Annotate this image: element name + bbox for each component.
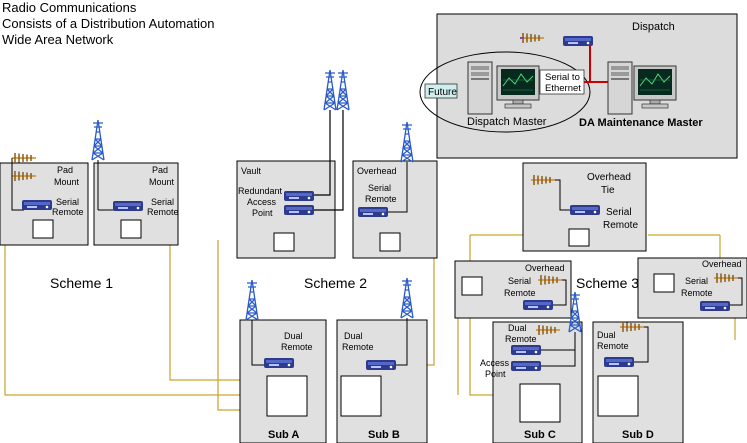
sub-b-label: Sub B [368,429,400,441]
tower-icon-s1 [91,119,105,161]
serial-remote-1-line-2: Remote [52,207,84,217]
sub-a-label: Sub A [268,429,299,441]
scheme-3-label: Scheme 3 [576,275,639,291]
port-box-s1b [120,219,142,239]
pad-mount-2-line-2: Mount [149,177,175,187]
port-box-s3-right [653,273,675,293]
tower-icon-sub-b [400,277,414,319]
tower-icon-s2c [400,121,414,163]
dispatch-master-oval [419,51,591,133]
rtu-box-sub-b [340,375,382,417]
serial-remote-tie-line-2: Remote [603,220,638,231]
dual-remote-d-line-2: Remote [597,341,629,351]
serial-to-ethernet-line-1: Serial to [545,72,580,83]
radio-icon-sub-c-1 [511,345,541,355]
dual-remote-d-line-1: Dual [597,330,616,340]
serial-to-ethernet-line-2: Ethernet [545,83,581,94]
dual-remote-b-line-2: Remote [342,342,374,352]
tower-icon-s2b [336,69,350,111]
sub-c-box [492,321,583,443]
scheme-1-label: Scheme 1 [50,275,113,291]
sub-c-label: Sub C [524,429,556,441]
radio-icon-s3-right [700,301,730,311]
port-box-s3-left [461,276,483,296]
serial-remote-s3-left-line-1: Serial [508,276,531,286]
dispatch-title: Dispatch [632,21,675,33]
overhead-tie-line-1: Overhead [587,172,631,183]
overhead-s2-label: Overhead [357,166,397,176]
radio-icon-sub-d [604,357,634,367]
overhead-tie-line-2: Tie [601,185,615,196]
dispatch-master-label: Dispatch Master [467,116,547,128]
access-point-line-2: Point [485,369,506,379]
pad-mount-2-line-1: Pad [152,165,168,175]
future-label: Future [428,87,457,98]
title-line-3: Wide Area Network [2,32,114,47]
tower-icon-s2a [323,69,337,111]
ethernet-links [584,44,608,83]
dispatch-server-icon [467,61,493,115]
serial-remote-s2-line-1: Serial [368,183,391,193]
port-box-vault [273,232,295,252]
title-line-2: Consists of a Distribution Automation [2,16,214,31]
tower-icon-sub-a [245,279,259,321]
overhead-s3-right-label: Overhead [702,259,742,269]
serial-remote-s2-line-2: Remote [365,194,397,204]
redundant-ap-line-2: Access [247,197,277,207]
serial-to-ethernet-box [539,69,585,95]
pad-mount-1-line-1: Pad [57,165,73,175]
port-box-tie [568,228,590,247]
rtu-box-sub-c [519,383,561,423]
dual-remote-c-line-2: Remote [505,334,537,344]
yagi-icon-1 [11,152,37,164]
redundant-ap-line-3: Point [252,208,273,218]
dual-remote-a-line-1: Dual [284,331,303,341]
radio-icon-ap1 [284,191,314,201]
dispatch-radio-icon [563,36,593,46]
port-box-s2c [379,232,401,252]
access-point-line-1: Access [480,358,510,368]
dual-remote-a-line-2: Remote [281,342,313,352]
vault-label: Vault [241,166,261,176]
radio-icon-s3-left [523,300,553,310]
radio-icon-s1a [22,200,52,210]
serial-remote-s3-left-line-2: Remote [504,288,536,298]
serial-remote-tie-line-1: Serial [606,207,632,218]
radio-icon-s1b [113,201,143,211]
da-maintenance-master-label: DA Maintenance Master [579,117,703,129]
title-line-1: Radio Communications [2,0,137,15]
radio-icon-s2c [358,207,388,217]
pad-mount-1-line-2: Mount [54,177,80,187]
sub-d-label: Sub D [622,429,654,441]
da-master-server-icon [607,61,633,115]
radio-icon-tie [570,205,600,215]
radio-icon-ap2 [284,205,314,215]
serial-remote-1-line-1: Serial [56,197,79,207]
dual-remote-c-line-1: Dual [508,323,527,333]
redundant-ap-line-1: Redundant [238,186,283,196]
rtu-box-sub-d [597,375,639,417]
overhead-s3-left-label: Overhead [525,263,565,273]
serial-remote-s3-right-line-1: Serial [685,276,708,286]
serial-remote-s3-right-line-2: Remote [681,288,713,298]
port-box-s1a [32,219,54,239]
serial-remote-2-line-2: Remote [147,207,179,217]
radio-icon-sub-b [366,360,396,370]
serial-remote-2-line-1: Serial [151,197,174,207]
dual-remote-b-line-1: Dual [344,331,363,341]
future-label-box [424,83,458,99]
radio-icon-sub-c-2 [511,361,541,371]
radio-icon-sub-a [264,358,294,368]
rtu-box-sub-a [266,375,308,417]
scheme-2-label: Scheme 2 [304,275,367,291]
